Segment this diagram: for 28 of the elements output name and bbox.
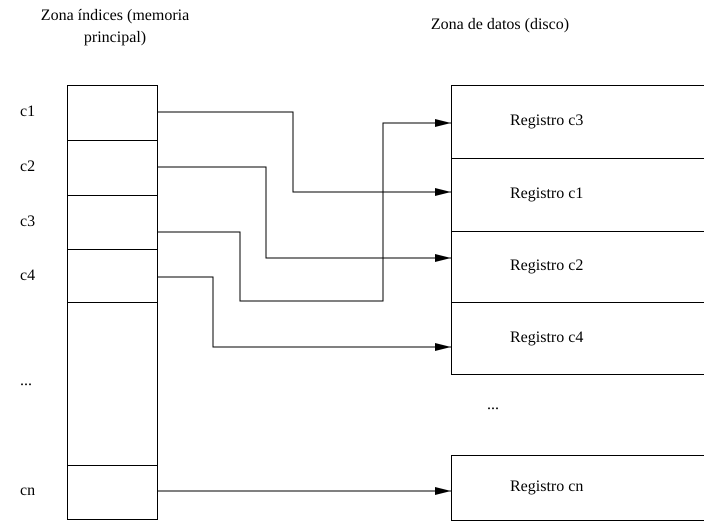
key-label: c4: [20, 267, 36, 285]
record-label: Registro cn: [510, 478, 584, 496]
record-label: Registro c1: [510, 185, 584, 203]
key-label: c2: [20, 158, 36, 176]
data-record: [451, 85, 704, 159]
record-label: Registro c2: [510, 257, 584, 275]
key-label: c3: [20, 213, 36, 231]
index-cell: [67, 195, 158, 250]
arrow: [158, 112, 452, 196]
record-label: Registro c4: [510, 328, 584, 346]
arrow: [158, 487, 452, 495]
arrow: [158, 119, 452, 302]
key-label: cn: [20, 482, 36, 500]
index-cell: [67, 140, 158, 196]
record-label: Registro c3: [510, 112, 584, 130]
index-cell: [67, 465, 158, 520]
column-heading: Zona índices (memoria principal): [40, 6, 190, 48]
ellipsis-text: ...: [486, 395, 500, 415]
data-record: [451, 455, 704, 521]
arrow: [158, 166, 452, 262]
index-cell: [67, 249, 158, 303]
column-heading: Zona de datos (disco): [430, 15, 570, 35]
index-cell: [67, 85, 158, 141]
arrow: [158, 276, 452, 351]
index-cell: [67, 302, 158, 466]
key-label: c1: [20, 103, 36, 121]
data-record: [451, 302, 704, 375]
key-label: ...: [20, 372, 32, 390]
